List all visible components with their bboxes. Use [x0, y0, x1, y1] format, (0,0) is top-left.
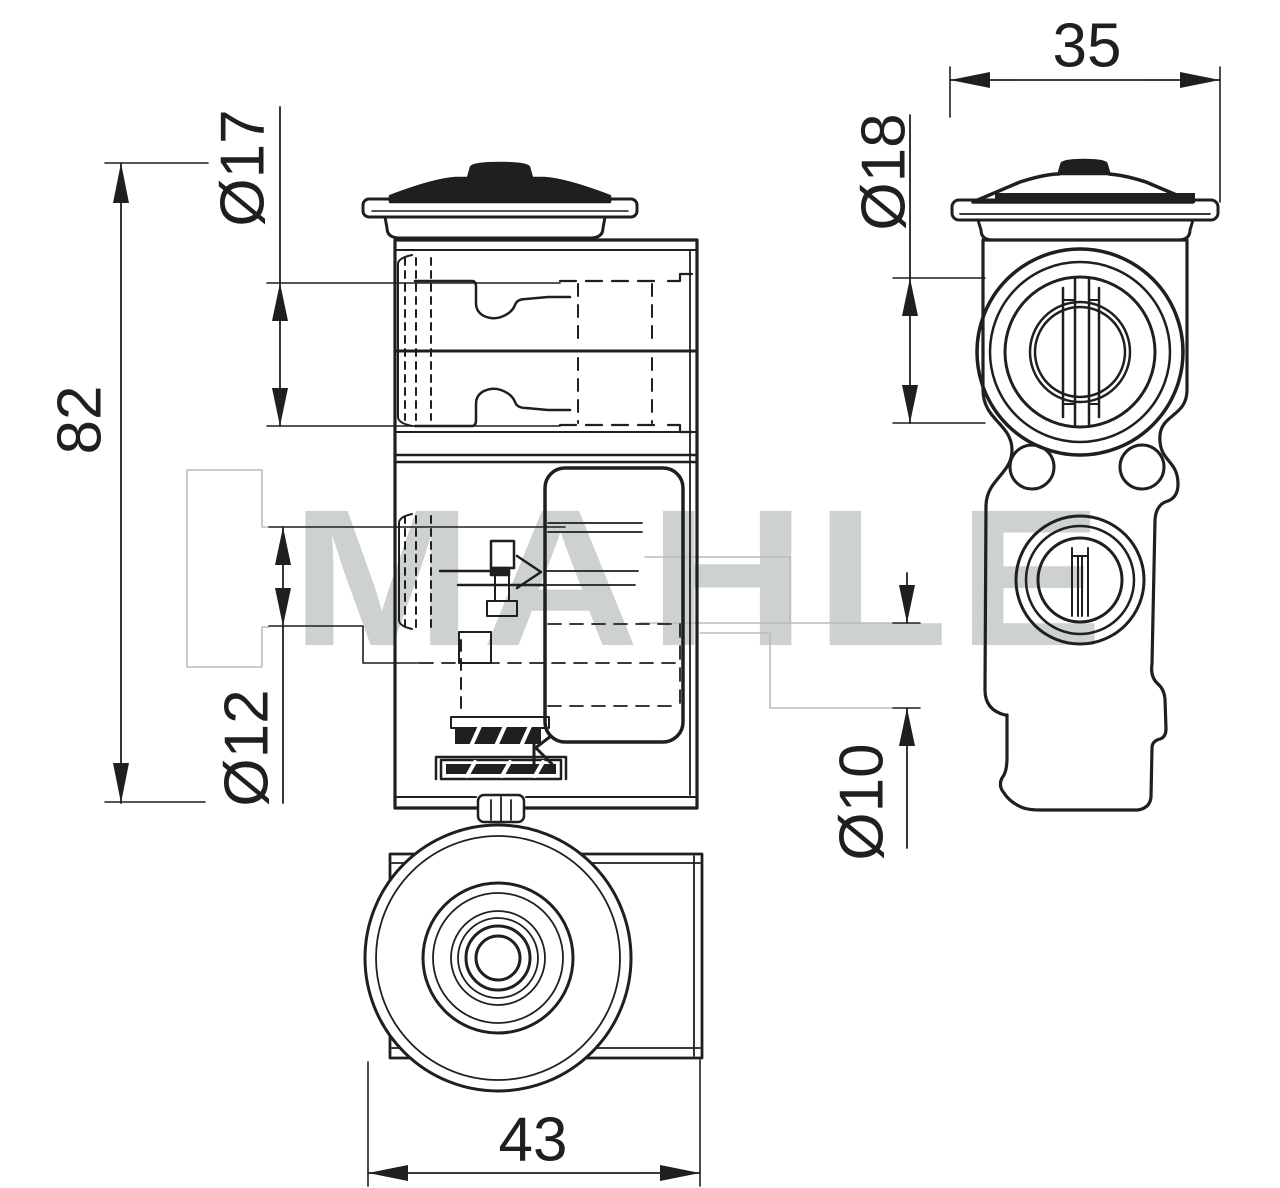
valve-cone [515, 554, 543, 590]
label-side-upper-port-diameter: Ø18 [850, 113, 919, 230]
front-view [361, 161, 699, 824]
side-mount-hole-left [1008, 443, 1056, 491]
side-upper-port [975, 247, 1185, 457]
front-lower-port [398, 513, 547, 630]
side-body [981, 238, 1189, 812]
side-view [950, 158, 1220, 812]
front-upper-port [393, 254, 699, 434]
dim-43 [367, 1059, 701, 1187]
label-side-lower-port-diameter: Ø10 [828, 743, 897, 860]
side-lower-port [1014, 514, 1146, 646]
front-body [393, 238, 699, 810]
dim-35 [949, 66, 1221, 203]
linework [104, 66, 1221, 1187]
brand-watermark: MAHLE [291, 469, 1112, 687]
k-mark [532, 734, 554, 766]
dim-12 [268, 526, 566, 804]
label-side-top-width: 35 [1053, 12, 1122, 81]
front-bottom-stem [476, 793, 526, 824]
label-bottom-overall-width: 43 [499, 1106, 568, 1175]
front-diaphragm-cap [388, 161, 612, 204]
dimension-linework [104, 66, 1221, 1187]
front-neck [383, 215, 607, 240]
dimension-labels: 82 Ø17 Ø12 35 Ø18 Ø10 43 [46, 12, 1122, 1175]
dim-17 [266, 106, 561, 427]
label-front-upper-port-diameter: Ø17 [209, 109, 278, 226]
dim-18 [892, 114, 986, 424]
bottom-view [363, 823, 704, 1093]
side-mount-hole-right [1118, 443, 1166, 491]
dim-82 [104, 162, 209, 804]
dim-10 [892, 572, 921, 849]
watermark-text: MAHLE [291, 469, 1112, 687]
front-spring-mechanism [434, 631, 568, 781]
label-overall-height: 82 [46, 386, 115, 455]
front-lower-chamber [543, 466, 685, 744]
label-front-lower-port-diameter: Ø12 [213, 689, 282, 806]
bottom-diaphragm-circles [363, 823, 633, 1093]
